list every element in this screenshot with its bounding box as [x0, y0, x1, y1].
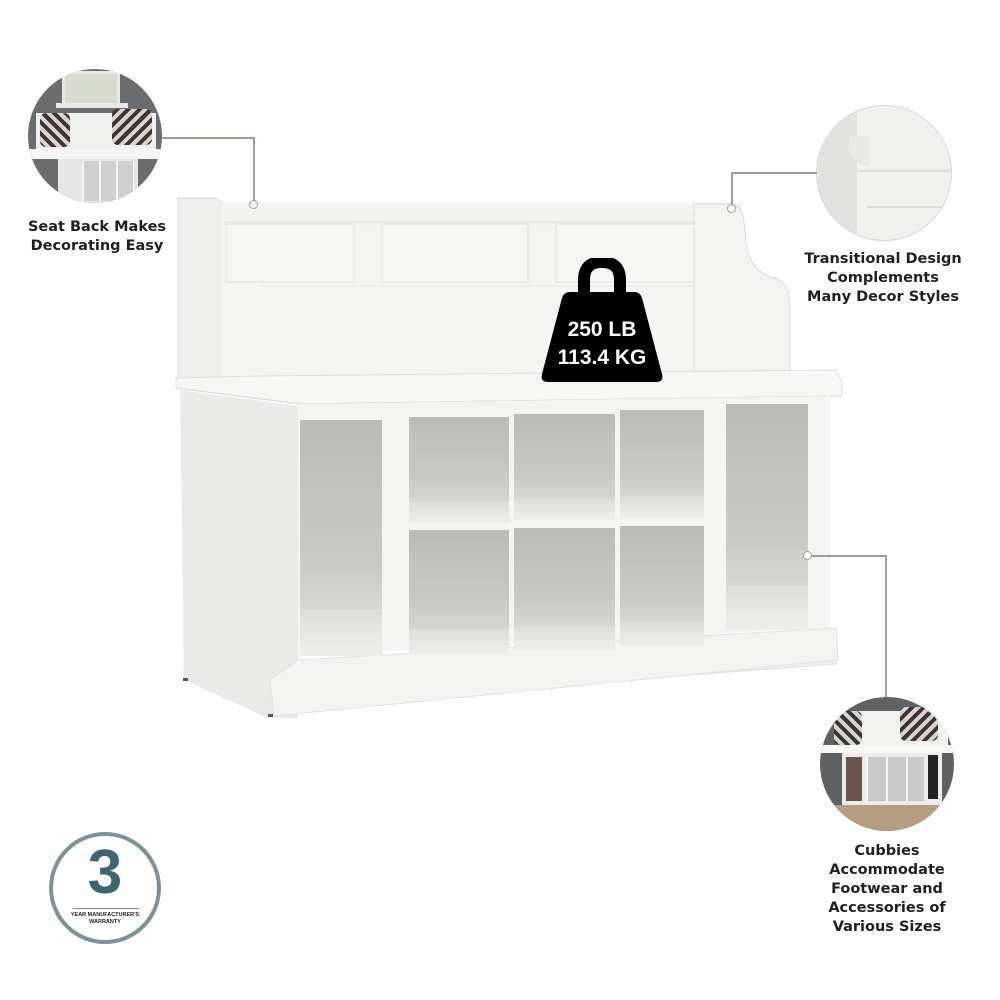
leader-line-cubbies-v — [885, 555, 887, 698]
cubby-top-1 — [409, 417, 509, 523]
cubby-top-2 — [514, 414, 615, 520]
leader-line-transitional-design-v — [731, 172, 733, 204]
cubby-bottom-2 — [514, 528, 615, 650]
feature-caption-cubbies: Cubbies Accommodate Footwear and Accesso… — [828, 843, 946, 935]
leader-line-cubbies — [811, 555, 886, 557]
feature-image-seat-back — [28, 69, 162, 203]
leader-line-seat-back — [162, 137, 254, 139]
warranty-text-1: YEAR MANUFACTURER'S — [70, 912, 140, 918]
feature-caption-seat-back: Seat Back Makes Decorating Easy — [27, 219, 167, 254]
warranty-text-2: WARRANTY — [89, 919, 121, 925]
weight-kg: 113.4 KG — [557, 346, 647, 369]
cubby-bottom-3 — [620, 526, 704, 646]
cubby-top-3 — [620, 410, 704, 518]
feature-caption-transitional-design: Transitional Design Complements Many Dec… — [804, 251, 962, 305]
warranty-divider — [73, 908, 139, 909]
cubby-left-tall — [300, 420, 382, 656]
product-image-bench — [170, 190, 850, 720]
warranty-years: 3 — [87, 838, 123, 907]
weight-icon — [541, 255, 663, 382]
feature-image-cubbies — [820, 697, 954, 831]
weight-lb: 250 LB — [567, 318, 637, 341]
cubby-bottom-1 — [409, 530, 509, 654]
cubby-right-tall — [726, 404, 808, 630]
warranty-badge: 3 YEAR MANUFACTURER'S WARRANTY — [49, 832, 161, 944]
leader-dot-seat-back — [249, 200, 258, 209]
leader-line-transitional-design — [731, 172, 817, 174]
weight-capacity-badge: 250 LB 113.4 KG — [540, 255, 664, 384]
feature-image-transitional-design — [816, 105, 952, 241]
leader-line-seat-back-v — [253, 137, 255, 201]
leader-dot-transitional-design — [727, 204, 736, 213]
